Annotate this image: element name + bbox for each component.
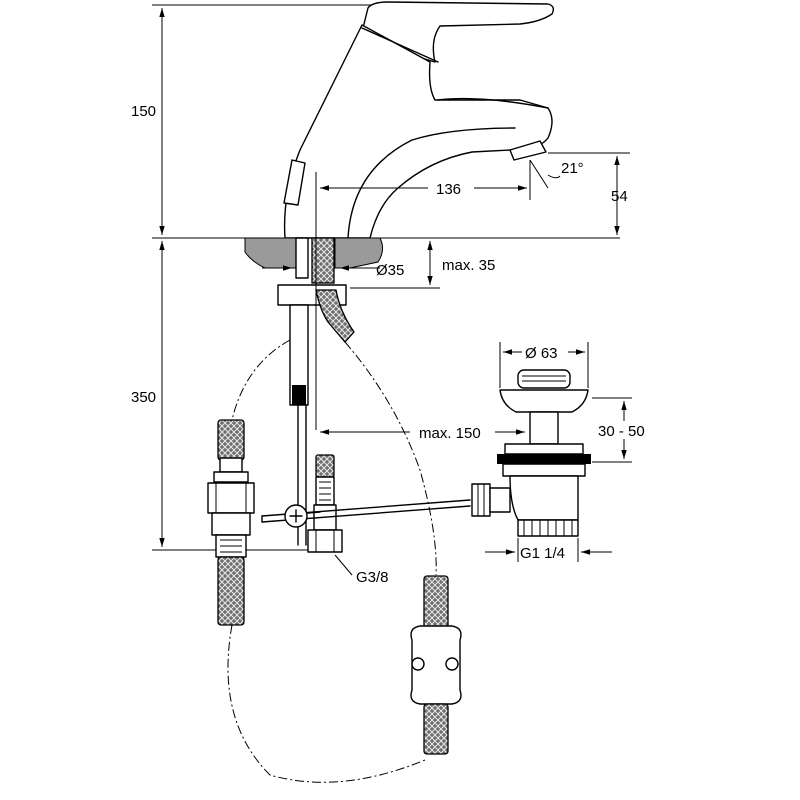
height-bottom-label: 350 bbox=[131, 389, 156, 406]
bowden-cable bbox=[410, 575, 462, 755]
height-top-label: 150 bbox=[131, 103, 156, 120]
spout-height-label: 54 bbox=[611, 188, 628, 205]
waste-adjust-label: 30 - 50 bbox=[598, 423, 645, 440]
dimension-rod-length: max. 150 bbox=[320, 425, 525, 442]
rod-length-label: max. 150 bbox=[419, 425, 481, 442]
popup-linkage bbox=[261, 499, 471, 528]
waste-diameter-label: Ø 63 bbox=[525, 345, 558, 362]
countertop bbox=[244, 237, 384, 269]
faucet-body bbox=[283, 1, 555, 239]
supply-connector-center bbox=[307, 454, 343, 553]
deck-thickness-label: max. 35 bbox=[442, 257, 495, 274]
dimension-waste-thread: G1 1/4 bbox=[485, 538, 612, 562]
waste-valve bbox=[471, 369, 591, 537]
dimension-spout-angle: 21° bbox=[529, 159, 584, 189]
dimension-spout-height: 54 bbox=[548, 152, 630, 235]
dimension-spout-reach: 136 bbox=[315, 160, 531, 430]
waste-thread-label: G1 1/4 bbox=[520, 545, 565, 562]
flex-hose-upper bbox=[315, 289, 355, 343]
supply-hose-left bbox=[207, 419, 255, 626]
hole-diameter-label: Ø35 bbox=[376, 262, 404, 279]
dimension-waste-adjust: 30 - 50 bbox=[592, 397, 656, 463]
dimension-waste-diameter: Ø 63 bbox=[499, 342, 589, 388]
spout-angle-label: 21° bbox=[561, 160, 584, 177]
dimension-height-top bbox=[152, 4, 620, 239]
dimension-hole-diameter: Ø35 bbox=[262, 262, 404, 279]
mounting-stud bbox=[295, 237, 335, 284]
hose-routing-dashed bbox=[227, 339, 437, 783]
connector-thread-label: G3/8 bbox=[356, 569, 389, 586]
spout-reach-label: 136 bbox=[436, 181, 461, 198]
threaded-rod bbox=[289, 304, 309, 546]
dimension-deck-thickness: max. 35 bbox=[350, 241, 495, 289]
dimension-connector-thread: G3/8 bbox=[334, 554, 389, 586]
